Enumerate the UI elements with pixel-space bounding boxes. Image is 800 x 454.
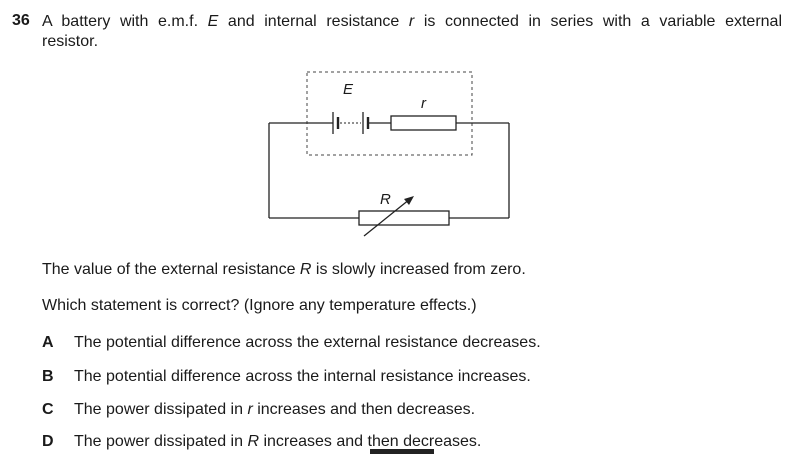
emf-label: E — [343, 81, 354, 98]
option-b[interactable]: B The potential difference across the int… — [42, 367, 531, 387]
statement-paragraph: The value of the external resistance R i… — [42, 261, 526, 278]
option-text: The power dissipated in R increases and … — [74, 433, 482, 450]
internal-resistor — [390, 115, 457, 131]
question-stem: A battery with e.m.f. E and internal res… — [42, 12, 782, 52]
option-text: The potential difference across the inte… — [74, 368, 531, 385]
option-a[interactable]: A The potential difference across the ext… — [42, 333, 541, 353]
option-d[interactable]: D The power dissipated in R increases and… — [42, 432, 481, 452]
scroll-indicator — [370, 449, 434, 454]
external-resistance-label: R — [380, 191, 391, 208]
option-letter: C — [42, 401, 54, 418]
stem-line-1: A battery with e.m.f. E and internal res… — [42, 13, 782, 30]
option-text: The power dissipated in r increases and … — [74, 401, 476, 418]
option-letter: D — [42, 433, 54, 450]
battery-symbol — [332, 112, 391, 134]
question-number: 36 — [12, 12, 30, 29]
variable-resistor — [358, 196, 450, 237]
option-c[interactable]: C The power dissipated in r increases and… — [42, 400, 475, 420]
battery-enclosure — [306, 71, 473, 156]
option-text: The potential difference across the exte… — [74, 334, 541, 351]
stem-line-2: resistor. — [42, 33, 99, 50]
option-letter: B — [42, 368, 54, 385]
instruction-paragraph: Which statement is correct? (Ignore any … — [42, 297, 477, 314]
option-letter: A — [42, 334, 54, 351]
internal-resistance-label: r — [421, 95, 427, 112]
